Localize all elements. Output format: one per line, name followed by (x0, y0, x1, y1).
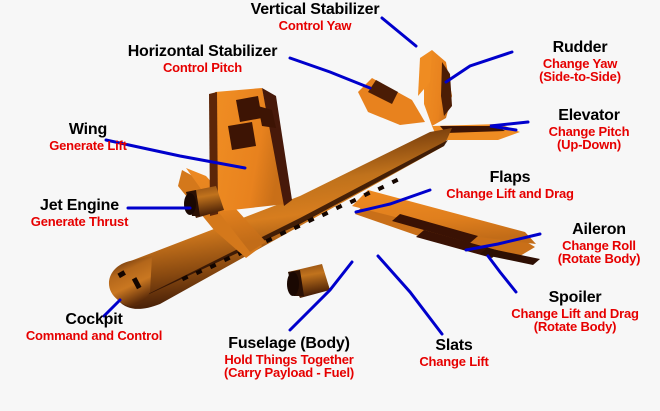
callout-title: Cockpit (65, 311, 123, 328)
callout-vertical-stabilizer[interactable]: Vertical Stabilizer Control Yaw (205, 1, 425, 33)
callout-subtitle: Change Lift and Drag (511, 305, 639, 321)
callout-subtitle: Hold Things Together (224, 351, 354, 367)
callout-fuselage[interactable]: Fuselage (Body) Hold Things Together (Ca… (196, 335, 382, 381)
left-jet-engine (184, 186, 224, 218)
right-wing-flap-strip (392, 214, 478, 243)
callout-subtitle-2: (Carry Payload - Fuel) (224, 365, 354, 381)
callout-wing[interactable]: Wing Generate Lift (24, 121, 152, 153)
callout-subtitle-2: (Rotate Body) (557, 251, 641, 267)
horizontal-stabilizer (358, 78, 520, 140)
callout-rudder[interactable]: Rudder Change Yaw (Side-to-Side) (505, 39, 655, 85)
callout-title: Fuselage (Body) (228, 335, 350, 352)
callout-subtitle: Change Roll (562, 237, 636, 253)
callout-subtitle: Control Yaw (278, 17, 352, 33)
cockpit-windows (117, 270, 142, 290)
callout-subtitle: Change Yaw (542, 55, 618, 71)
right-elevator-strip (440, 126, 505, 133)
callout-title: Spoiler (548, 289, 602, 306)
rudder-assembly (418, 50, 452, 126)
callout-aileron[interactable]: Aileron Change Roll (Rotate Body) (540, 221, 658, 267)
callout-cockpit[interactable]: Cockpit Command and Control (4, 311, 184, 343)
callout-subtitle-2: (Rotate Body) (533, 319, 617, 335)
callout-jet-engine[interactable]: Jet Engine Generate Thrust (2, 197, 157, 229)
callout-title: Horizontal Stabilizer (127, 43, 278, 60)
callout-slats[interactable]: Slats Change Lift (400, 337, 508, 369)
callout-subtitle: Generate Thrust (30, 213, 129, 229)
callout-title: Wing (68, 121, 108, 138)
right-wing (352, 190, 540, 265)
callout-subtitle: Generate Lift (49, 137, 127, 153)
callout-horizontal-stabilizer[interactable]: Horizontal Stabilizer Control Pitch (95, 43, 310, 75)
aircraft-body-group (108, 50, 540, 309)
callout-title: Elevator (558, 107, 620, 124)
callout-title: Flaps (489, 169, 531, 186)
fuselage (108, 128, 452, 309)
callout-title: Slats (435, 337, 473, 354)
callout-subtitle: Change Lift (419, 353, 489, 369)
nose-cone (108, 256, 152, 307)
right-jet-engine (287, 264, 330, 298)
left-elevator-strip (368, 80, 398, 104)
callout-title: Vertical Stabilizer (250, 1, 380, 18)
callout-subtitle: Control Pitch (162, 59, 242, 75)
callout-elevator[interactable]: Elevator Change Pitch (Up-Down) (520, 107, 658, 153)
callout-spoiler[interactable]: Spoiler Change Lift and Drag (Rotate Bod… (492, 289, 658, 335)
callout-subtitle-2: (Side-to-Side) (539, 69, 621, 85)
callout-flaps[interactable]: Flaps Change Lift and Drag (430, 169, 590, 201)
callout-title: Jet Engine (40, 197, 119, 214)
callout-title: Aileron (572, 221, 626, 238)
callout-title: Rudder (552, 39, 608, 56)
callout-subtitle: Change Lift and Drag (446, 185, 574, 201)
vertical-stabilizer (209, 88, 292, 216)
callout-subtitle-2: (Up-Down) (557, 137, 621, 153)
callout-subtitle: Change Pitch (548, 123, 630, 139)
callout-subtitle: Command and Control (25, 327, 163, 343)
